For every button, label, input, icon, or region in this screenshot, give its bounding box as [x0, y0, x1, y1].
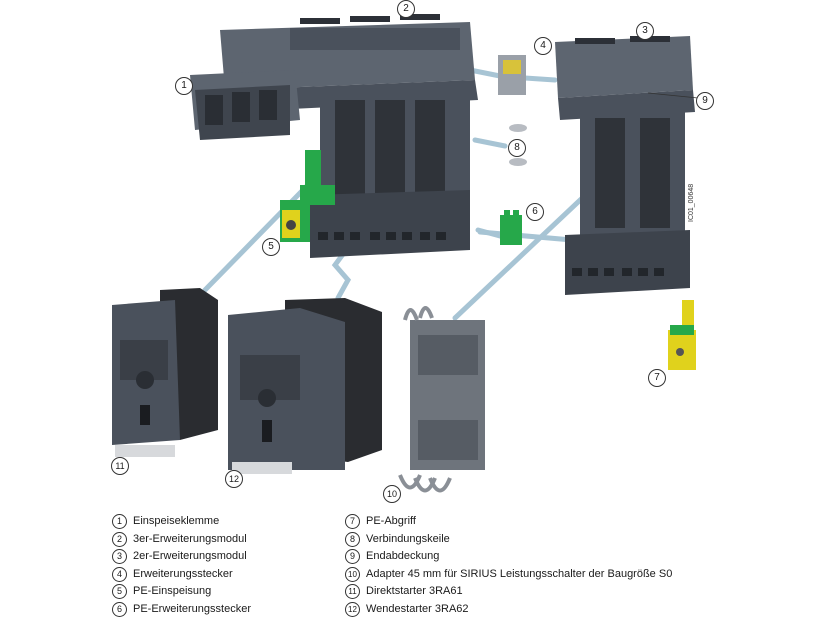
legend-label: Verbindungskeile: [366, 531, 450, 549]
legend-number: 4: [112, 567, 127, 582]
infeed-terminal: [190, 70, 300, 140]
assembly-drawing: [0, 0, 823, 500]
legend-number: 2: [112, 532, 127, 547]
callout-12: 12: [225, 470, 243, 488]
legend-number: 5: [112, 584, 127, 599]
pe-tap: [668, 300, 696, 370]
direct-starter-3ra61: [112, 288, 218, 457]
legend-label: Direktstarter 3RA61: [366, 583, 463, 601]
callout-5: 5: [262, 238, 280, 256]
callout-10: 10: [383, 485, 401, 503]
pe-expansion-plug: [500, 210, 522, 245]
legend-label: Erweiterungsstecker: [133, 566, 233, 584]
legend-number: 12: [345, 602, 360, 617]
legend-number: 3: [112, 549, 127, 564]
legend-label: Wendestarter 3RA62: [366, 601, 469, 618]
reversing-starter-3ra62: [228, 298, 382, 474]
legend-item: 10 Adapter 45 mm für SIRIUS Leistungsscha…: [345, 566, 672, 584]
legend-number: 7: [345, 514, 360, 529]
legend-item: 11 Direktstarter 3RA61: [345, 583, 672, 601]
legend-label: PE-Erweiterungsstecker: [133, 601, 251, 618]
callout-3: 3: [636, 22, 654, 40]
callout-4: 4: [534, 37, 552, 55]
legend-label: Adapter 45 mm für SIRIUS Leistungsschalt…: [366, 566, 672, 584]
legend-number: 1: [112, 514, 127, 529]
expansion-module-2: [555, 36, 695, 295]
legend-item: 1 Einspeiseklemme: [112, 513, 251, 531]
callout-11: 11: [111, 457, 129, 475]
legend-label: Endabdeckung: [366, 548, 439, 566]
figure-id-label: IC01_00648: [688, 162, 695, 222]
callout-9: 9: [696, 92, 714, 110]
exploded-assembly-diagram: 1 2 3 4 5 6 7 8 9 10 11 12 IC01_00648: [0, 0, 823, 500]
legend-item: 6 PE-Erweiterungsstecker: [112, 601, 251, 618]
legend-label: PE-Einspeisung: [133, 583, 211, 601]
legend-label: Einspeiseklemme: [133, 513, 219, 531]
legend-right-column: 7 PE-Abgriff 8 Verbindungskeile 9 Endabdeck…: [345, 513, 672, 618]
legend-number: 6: [112, 602, 127, 617]
callout-6: 6: [526, 203, 544, 221]
legend-label: 3er-Erweiterungsmodul: [133, 531, 247, 549]
legend-item: 8 Verbindungskeile: [345, 531, 672, 549]
callout-8: 8: [508, 139, 526, 157]
callout-2: 2: [397, 0, 415, 18]
legend-item: 2 3er-Erweiterungsmodul: [112, 531, 251, 549]
legend-label: PE-Abgriff: [366, 513, 416, 531]
legend-item: 5 PE-Einspeisung: [112, 583, 251, 601]
adapter-45mm: [400, 308, 485, 491]
legend-number: 9: [345, 549, 360, 564]
callout-1: 1: [175, 77, 193, 95]
legend-item: 9 Endabdeckung: [345, 548, 672, 566]
legend-item: 12 Wendestarter 3RA62: [345, 601, 672, 618]
callout-7: 7: [648, 369, 666, 387]
legend-number: 11: [345, 584, 360, 599]
legend-item: 7 PE-Abgriff: [345, 513, 672, 531]
legend-item: 4 Erweiterungsstecker: [112, 566, 251, 584]
legend-number: 8: [345, 532, 360, 547]
legend-number: 10: [345, 567, 360, 582]
expansion-plug: [498, 55, 526, 95]
legend-item: 3 2er-Erweiterungsmodul: [112, 548, 251, 566]
legend-label: 2er-Erweiterungsmodul: [133, 548, 247, 566]
